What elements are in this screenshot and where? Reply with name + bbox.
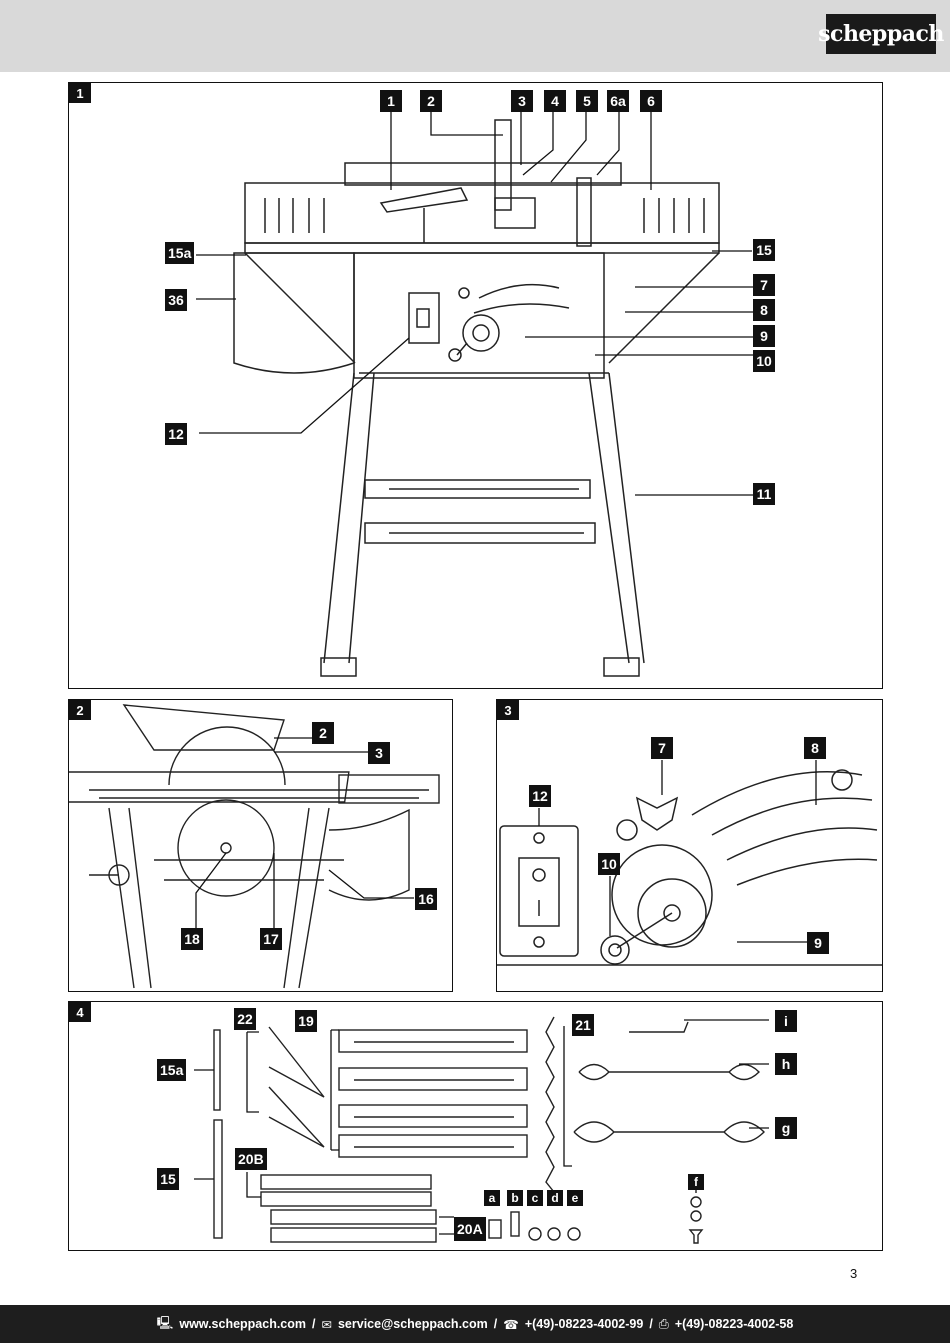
callout-12: 12 bbox=[529, 785, 551, 807]
callout-15a: 15a bbox=[165, 242, 195, 264]
callout-3: 3 bbox=[368, 742, 390, 764]
callout-5: 5 bbox=[576, 90, 598, 112]
callout-21: 21 bbox=[572, 1014, 594, 1036]
callout-10: 10 bbox=[753, 350, 775, 372]
header-bar: scheppach bbox=[0, 0, 950, 72]
callout-9: 9 bbox=[753, 325, 775, 347]
computer-icon: 🖳 bbox=[156, 1314, 174, 1330]
footer-separator: / bbox=[649, 1317, 653, 1331]
callout-e: e bbox=[567, 1190, 583, 1206]
table-saw-front-drawing bbox=[196, 110, 755, 677]
callout-36: 36 bbox=[165, 289, 187, 311]
footer-phone: +(49)-08223-4002-99 bbox=[524, 1317, 644, 1331]
callout-2: 2 bbox=[312, 722, 334, 744]
callout-6: 6 bbox=[640, 90, 662, 112]
callout-a: a bbox=[484, 1190, 500, 1206]
callout-7: 7 bbox=[651, 737, 673, 759]
footer-separator: / bbox=[312, 1317, 316, 1331]
callout-15: 15 bbox=[157, 1168, 179, 1190]
table-saw-side-drawing bbox=[69, 704, 440, 989]
callout-9: 9 bbox=[807, 932, 829, 954]
callout-d: d bbox=[547, 1190, 563, 1206]
phone-icon: ☎ bbox=[503, 1316, 519, 1332]
callout-17: 17 bbox=[260, 928, 282, 950]
callout-b: b bbox=[507, 1190, 523, 1206]
panel-number: 1 bbox=[69, 83, 91, 103]
callout-2: 2 bbox=[420, 90, 442, 112]
footer-email[interactable]: service@scheppach.com bbox=[337, 1317, 488, 1331]
figure-panel-4: 4 bbox=[68, 1001, 883, 1251]
callout-22: 22 bbox=[234, 1008, 256, 1030]
callout-g: g bbox=[775, 1117, 797, 1139]
callout-f: f bbox=[688, 1174, 704, 1190]
callout-12: 12 bbox=[165, 423, 187, 445]
page-number: 3 bbox=[850, 1266, 858, 1281]
callout-18: 18 bbox=[181, 928, 203, 950]
controls-detail-drawing bbox=[497, 760, 882, 966]
brand-logo: scheppach bbox=[818, 14, 944, 54]
panel-number: 2 bbox=[69, 700, 91, 720]
callout-16: 16 bbox=[415, 888, 437, 910]
callout-1: 1 bbox=[380, 90, 402, 112]
callout-3: 3 bbox=[511, 90, 533, 112]
fax-icon: ⎙ bbox=[658, 1316, 669, 1331]
callout-15a: 15a bbox=[157, 1059, 187, 1081]
footer-fax: +(49)-08223-4002-58 bbox=[674, 1317, 794, 1331]
callout-11: 11 bbox=[753, 483, 775, 505]
panel-number: 3 bbox=[497, 700, 519, 720]
callout-c: c bbox=[527, 1190, 543, 1206]
panel-number: 4 bbox=[69, 1002, 91, 1022]
footer-separator: / bbox=[493, 1317, 498, 1331]
callout-6a: 6a bbox=[607, 90, 629, 112]
callout-h: h bbox=[775, 1053, 797, 1075]
callout-15: 15 bbox=[753, 239, 775, 261]
callout-20B: 20B bbox=[235, 1148, 267, 1170]
callout-19: 19 bbox=[295, 1010, 317, 1032]
figure-panel-1: 1 bbox=[68, 82, 883, 689]
callout-7: 7 bbox=[753, 274, 775, 296]
callout-8: 8 bbox=[753, 299, 775, 321]
callout-8: 8 bbox=[804, 737, 826, 759]
callout-i: i bbox=[775, 1010, 797, 1032]
callout-4: 4 bbox=[544, 90, 566, 112]
figure-panel-2: 2 2 3 16 18 17 bbox=[68, 699, 453, 992]
callout-10: 10 bbox=[598, 853, 620, 875]
footer-bar: 🖳 www.scheppach.com / ✉ service@scheppac… bbox=[0, 1305, 950, 1343]
figure-panel-3: 3 7 8 12 10 bbox=[496, 699, 883, 992]
callout-20A: 20A bbox=[454, 1217, 486, 1241]
mail-icon: ✉ bbox=[321, 1316, 332, 1332]
footer-website[interactable]: www.scheppach.com bbox=[179, 1317, 307, 1331]
parts-overview-drawing bbox=[194, 1016, 769, 1244]
